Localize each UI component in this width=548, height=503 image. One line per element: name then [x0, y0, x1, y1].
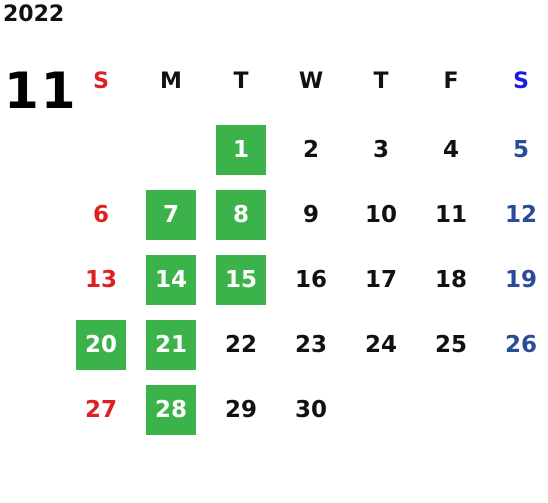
day-cell-26: 26	[504, 332, 537, 358]
day-cell-27: 27	[84, 397, 117, 423]
day-cell-11: 11	[434, 202, 467, 228]
weekday-header-tue: T	[233, 68, 249, 94]
day-cell-15: 15	[216, 255, 266, 305]
day-cell-29: 29	[224, 397, 257, 423]
day-cell-10: 10	[364, 202, 397, 228]
weekday-header-mon: M	[160, 68, 182, 94]
day-cell-30: 30	[294, 397, 327, 423]
day-cell-12: 12	[504, 202, 537, 228]
day-cell-19: 19	[504, 267, 537, 293]
day-cell-13: 13	[84, 267, 117, 293]
day-cell-28: 28	[146, 385, 196, 435]
day-cell-24: 24	[364, 332, 397, 358]
day-cell-1: 1	[216, 125, 266, 175]
day-cell-8: 8	[216, 190, 266, 240]
day-cell-17: 17	[364, 267, 397, 293]
day-cell-9: 9	[302, 202, 319, 228]
weekday-header-sat: S	[513, 68, 529, 94]
weekday-header-wed: W	[298, 68, 324, 94]
day-cell-5: 5	[512, 137, 529, 163]
day-cell-22: 22	[224, 332, 257, 358]
day-cell-25: 25	[434, 332, 467, 358]
day-cell-16: 16	[294, 267, 327, 293]
weekday-header-sun: S	[93, 68, 109, 94]
day-cell-21: 21	[146, 320, 196, 370]
day-cell-14: 14	[146, 255, 196, 305]
day-cell-18: 18	[434, 267, 467, 293]
month-number: 11	[4, 62, 78, 120]
day-cell-23: 23	[294, 332, 327, 358]
day-cell-7: 7	[146, 190, 196, 240]
day-cell-3: 3	[372, 137, 389, 163]
day-cell-20: 20	[76, 320, 126, 370]
year-label: 2022	[3, 2, 65, 27]
weekday-header-thu: T	[373, 68, 389, 94]
weekday-header-fri: F	[443, 68, 459, 94]
day-cell-4: 4	[442, 137, 459, 163]
day-cell-6: 6	[92, 202, 109, 228]
day-cell-2: 2	[302, 137, 319, 163]
